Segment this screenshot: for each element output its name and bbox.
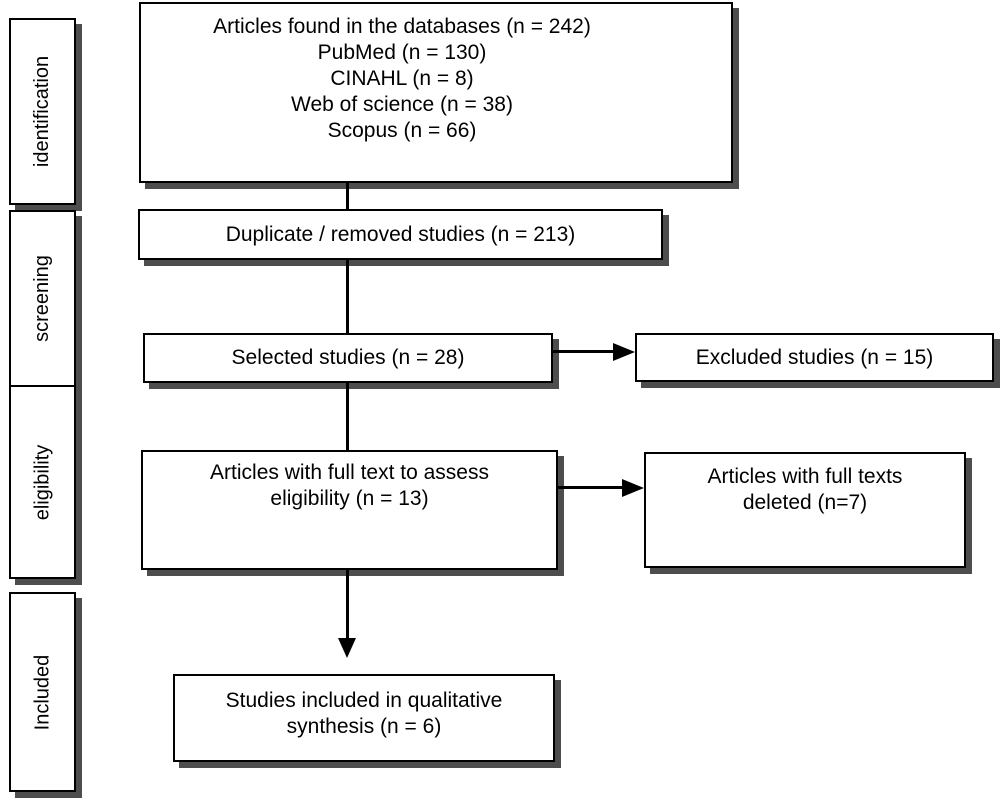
databases-total-line: Articles found in the databases (n = 242… [213,15,591,38]
databases-cinahl-line: CINAHL (n = 8) [330,67,474,90]
arrowhead-right-to-deleted-icon [622,479,644,497]
deleted-line-1: Articles with full texts [707,465,903,488]
connector-selected-to-fulltext [346,383,349,450]
stage-label-eligibility: eligibility [9,385,76,579]
duplicates-text: Duplicate / removed studies (n = 213) [225,222,576,246]
box-fulltext-deleted: Articles with full texts deleted (n=7) [644,452,966,568]
connector-selected-to-excluded [553,350,615,353]
databases-scopus-line: Scopus (n = 66) [327,119,477,142]
fulltext-line-1: Articles with full text to assess [210,461,489,484]
included-line-2: synthesis (n = 6) [286,715,442,738]
stage-label-identification: identification [9,18,76,205]
arrowhead-down-to-included-icon [338,638,356,658]
connector-fulltext-to-included [346,570,349,640]
stage-label-screening: screening [9,210,76,387]
connector-databases-to-duplicates [346,183,349,209]
box-duplicate-removed-studies: Duplicate / removed studies (n = 213) [138,209,663,260]
selected-text: Selected studies (n = 28) [231,346,465,369]
databases-webofscience-line: Web of science (n = 38) [291,93,513,116]
arrowhead-right-to-excluded-icon [613,343,635,361]
fulltext-line-2: eligibility (n = 13) [270,487,429,510]
excluded-text: Excluded studies (n = 15) [695,345,934,369]
stage-label-included: Included [9,592,76,792]
box-articles-found-databases: Articles found in the databases (n = 242… [139,2,733,183]
box-excluded-studies: Excluded studies (n = 15) [635,333,994,382]
included-line-1: Studies included in qualitative [225,689,503,712]
box-included-qualitative-synthesis: Studies included in qualitative synthesi… [173,674,555,762]
stage-label-screening-text: screening [31,255,53,342]
connector-duplicates-to-selected [346,260,349,333]
stage-label-identification-text: identification [31,55,53,168]
stage-label-eligibility-text: eligibility [31,444,53,520]
databases-pubmed-line: PubMed (n = 130) [317,41,487,64]
box-selected-studies: Selected studies (n = 28) [143,333,553,383]
box-fulltext-assess-eligibility: Articles with full text to assess eligib… [141,450,558,570]
stage-label-included-text: Included [31,654,53,730]
deleted-line-2: deleted (n=7) [742,491,868,514]
connector-fulltext-to-deleted [558,486,622,489]
